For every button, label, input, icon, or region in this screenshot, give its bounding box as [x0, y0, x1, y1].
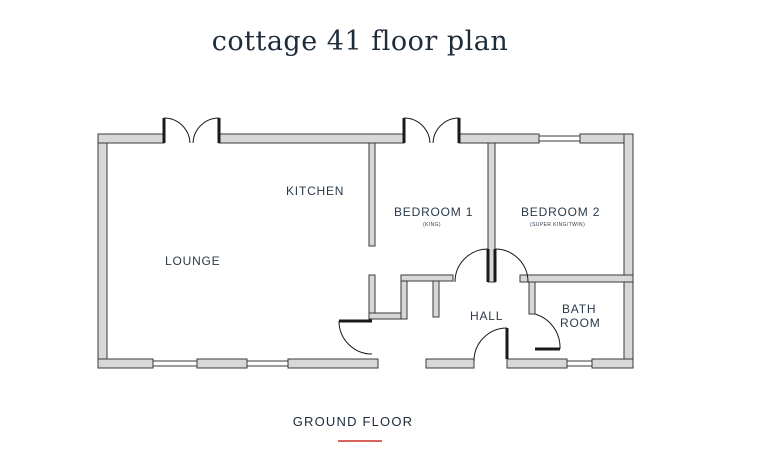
room-label-bedroom2: BEDROOM 2: [521, 205, 600, 219]
wall-right: [623, 133, 634, 369]
wall-bottom-6: [591, 358, 634, 369]
door-bed1-double: [402, 117, 461, 144]
door-swing-right: [432, 117, 460, 144]
wall-stub-top: [400, 274, 454, 282]
interior-walls: [368, 142, 634, 320]
windows: [153, 135, 592, 367]
door-lounge-double: [162, 117, 221, 144]
wall-stub-3: [432, 280, 440, 318]
door-front: [473, 327, 509, 362]
door-bed1-swing: [454, 248, 489, 283]
floor-label-underline: [338, 440, 382, 442]
wall-left: [97, 133, 108, 369]
door-swing-right: [192, 117, 220, 144]
wall-bottom-5: [506, 358, 568, 369]
room-label-lounge: LOUNGE: [165, 254, 220, 268]
room-sub-bedroom1: (KING): [423, 222, 441, 228]
door-store-swing: [338, 320, 373, 355]
exterior-walls: [97, 133, 634, 369]
wall-kitchen-bed1: [368, 142, 376, 247]
door-bath-swing: [534, 313, 561, 350]
wall-bottom-2: [196, 358, 248, 369]
room-label-hall: HALL: [470, 309, 503, 323]
wall-bed1-bed2: [487, 142, 496, 283]
floor-label: GROUND FLOOR: [292, 414, 414, 429]
room-sub-bedroom2: (SUPER KING/TWIN): [530, 222, 585, 228]
door-bedrooms-hall: [454, 248, 529, 283]
wall-stub-2: [400, 274, 408, 320]
door-bath: [534, 313, 561, 351]
room-label-bedroom1: BEDROOM 1: [394, 205, 473, 219]
wall-stub-1: [368, 274, 376, 320]
wall-bottom-3: [287, 358, 379, 369]
room-label-kitchen: KITCHEN: [286, 184, 344, 198]
wall-bath-left: [528, 281, 536, 315]
page-title: cottage 41 floor plan: [211, 26, 509, 57]
wall-top-3: [458, 133, 540, 144]
wall-top-1: [97, 133, 165, 144]
door-swing-left: [163, 117, 191, 144]
wall-bed2-bottom: [519, 274, 634, 283]
door-store: [338, 319, 373, 355]
door-front-swing: [473, 327, 508, 362]
wall-stub-horizontal: [368, 312, 406, 320]
door-bed2-swing: [494, 248, 529, 283]
door-swing-left: [403, 117, 431, 144]
wall-top-2: [218, 133, 405, 144]
room-label-bath-1: BATH: [562, 302, 596, 316]
room-label-bath-2: ROOM: [560, 316, 601, 330]
wall-bottom-4: [425, 358, 475, 369]
wall-bottom-1: [97, 358, 154, 369]
